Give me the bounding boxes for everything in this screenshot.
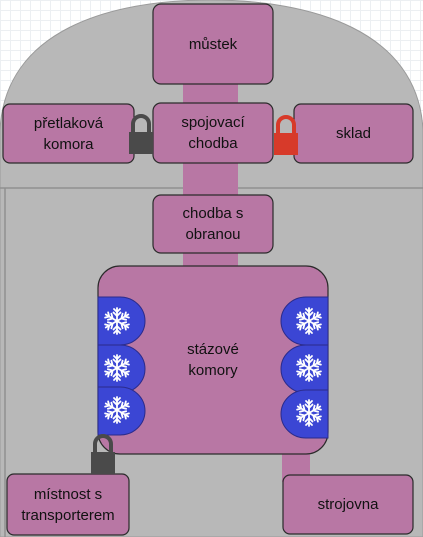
stasis-pod[interactable] xyxy=(97,296,146,346)
stasis-pod[interactable] xyxy=(280,296,329,346)
room-corridor[interactable] xyxy=(152,102,274,164)
stasis-pod[interactable] xyxy=(280,344,329,394)
room-bridge[interactable] xyxy=(152,3,274,85)
room-defended-corridor[interactable] xyxy=(152,194,274,254)
corridor-defended-link xyxy=(183,160,238,200)
stasis-pod[interactable] xyxy=(97,386,146,436)
room-transporter[interactable] xyxy=(6,473,130,536)
room-storage[interactable] xyxy=(293,103,414,164)
room-engine[interactable] xyxy=(282,474,414,535)
stasis-pod[interactable] xyxy=(97,344,146,394)
room-airlock[interactable] xyxy=(2,103,135,164)
stasis-pod[interactable] xyxy=(280,389,329,439)
